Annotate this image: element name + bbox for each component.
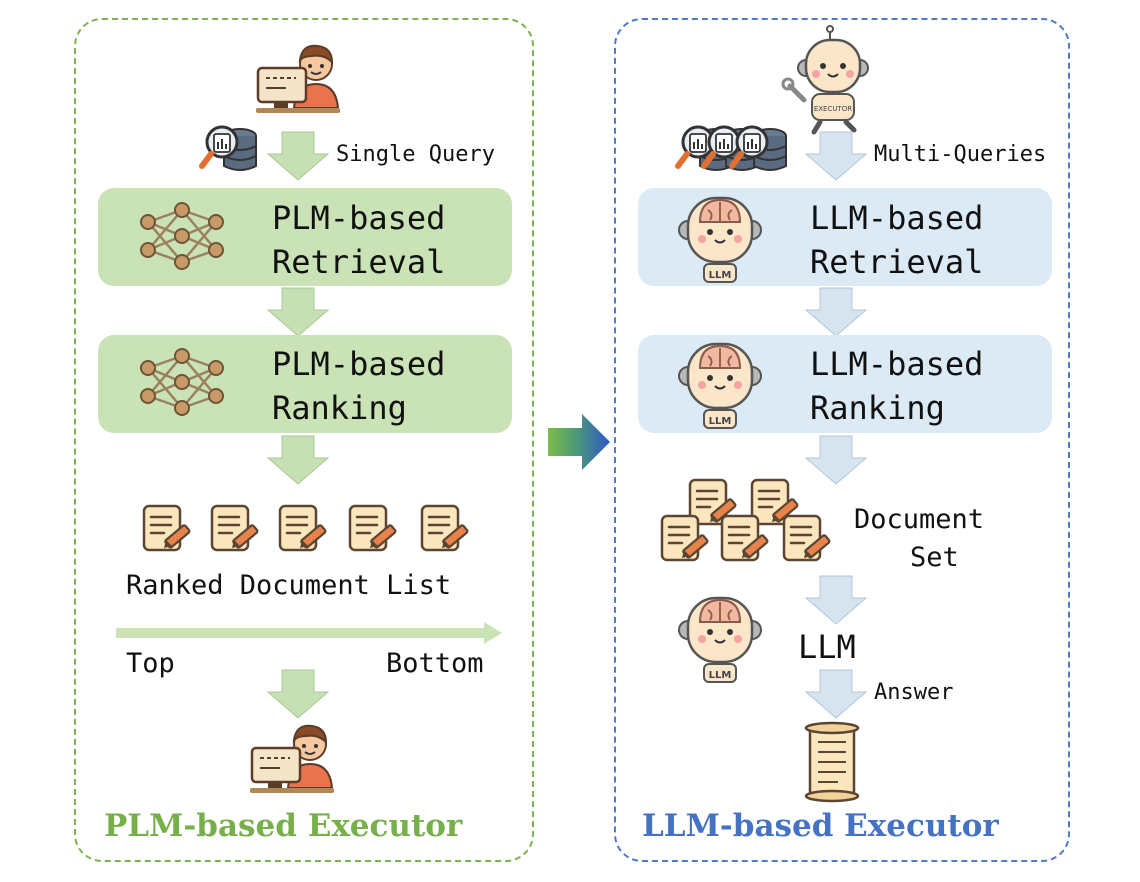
down-arrow-icon [805, 575, 867, 625]
document-icon [420, 504, 470, 552]
document-icon [142, 504, 192, 552]
down-arrow-icon [805, 435, 867, 485]
neural-network-icon [139, 201, 225, 271]
plm-ranking-box [98, 335, 512, 433]
llm-ranking-line2: Ranking [810, 389, 945, 427]
llm-robot-icon [677, 196, 763, 284]
search-database-icon [200, 122, 262, 178]
document-icon [660, 514, 710, 562]
document-set-line2: Set [910, 542, 959, 573]
plm-ranking-line2: Ranking [272, 389, 407, 427]
single-query-label: Single Query [336, 142, 495, 167]
down-arrow-icon [267, 669, 329, 719]
executor-robot-icon: EXECUTOR [781, 25, 869, 135]
multi-queries-label: Multi-Queries [874, 142, 1047, 167]
llm-robot-icon [677, 342, 763, 430]
document-icon [720, 514, 770, 562]
llm-ranking-line1: LLM-based [810, 345, 984, 383]
transition-arrow-icon [548, 414, 610, 470]
user-at-computer-icon [254, 44, 342, 115]
neural-network-icon [139, 347, 225, 417]
down-arrow-icon [805, 669, 867, 719]
plm-retrieval-line2: Retrieval [272, 243, 446, 281]
llm-executor-panel [614, 18, 1070, 862]
document-icon [210, 504, 260, 552]
plm-retrieval-line1: PLM-based [272, 199, 446, 237]
plm-executor-title: PLM-based Executor [104, 808, 463, 844]
llm-robot-icon [677, 596, 763, 684]
user-at-computer-icon [248, 724, 336, 795]
document-icon [782, 514, 832, 562]
axis-top-label: Top [126, 648, 175, 679]
answer-label: Answer [874, 680, 954, 705]
executor-badge: EXECUTOR [814, 105, 852, 113]
scroll-icon [804, 721, 860, 803]
plm-ranking-line1: PLM-based [272, 345, 446, 383]
down-arrow-icon [805, 131, 867, 181]
plm-executor-panel [74, 18, 534, 862]
search-database-icon [730, 122, 792, 178]
llm-executor-title: LLM-based Executor [642, 808, 999, 844]
axis-bottom-label: Bottom [386, 648, 484, 679]
document-icon [278, 504, 328, 552]
plm-retrieval-box [98, 188, 512, 286]
document-set-line1: Document [854, 504, 985, 535]
rank-axis-arrow [116, 622, 502, 644]
down-arrow-icon [805, 287, 867, 337]
llm-retrieval-line2: Retrieval [810, 243, 984, 281]
down-arrow-icon [267, 287, 329, 337]
down-arrow-icon [267, 131, 329, 181]
document-icon [348, 504, 398, 552]
ranked-list-label: Ranked Document List [126, 570, 452, 601]
llm-retrieval-line1: LLM-based [810, 199, 984, 237]
llm-label: LLM [798, 628, 856, 666]
down-arrow-icon [267, 435, 329, 485]
